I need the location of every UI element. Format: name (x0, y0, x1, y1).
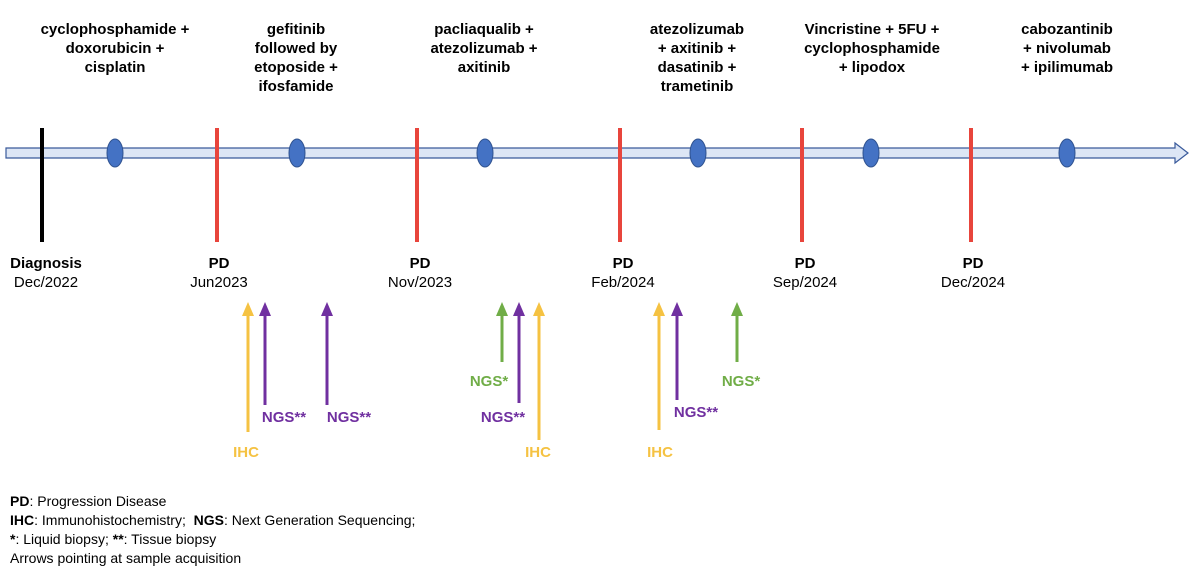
treatment-label-5: Vincristine + 5FU + cyclophosphamide + l… (804, 21, 940, 76)
sample-label-ihc-1: IHC (233, 444, 259, 461)
event-date: Nov/2023 (387, 274, 453, 291)
treatment-marker (288, 138, 306, 168)
sample-arrow-head (533, 302, 545, 316)
legend-abbr-ngs: NGS (193, 512, 224, 528)
sample-label-ihc-3: IHC (647, 444, 673, 461)
treatment-marker (862, 138, 880, 168)
legend: PD: Progression Disease IHC: Immunohisto… (10, 492, 415, 568)
legend-text-ngs: : Next Generation Sequencing; (223, 512, 416, 528)
legend-row-pd: PD: Progression Disease (10, 492, 415, 511)
event-title: PD (612, 255, 634, 272)
treatment-marker (1058, 138, 1076, 168)
event-label-pd-3: PD Feb/2024 (553, 254, 693, 292)
sample-arrow-head (496, 302, 508, 316)
event-title: PD (409, 255, 431, 272)
legend-text-arrows: Arrows pointing at sample acquisition (10, 550, 242, 566)
legend-row-arrows-note: Arrows pointing at sample acquisition (10, 549, 415, 568)
treatment-label-1: cyclophosphamide + doxorubicin + cisplat… (40, 21, 190, 76)
sample-label-ngs-liquid-1: NGS* (469, 373, 509, 390)
event-date: Jun2023 (190, 274, 248, 291)
sample-label-ihc-2: IHC (525, 444, 551, 461)
legend-abbr-pd: PD (10, 493, 30, 509)
sample-arrow-head (731, 302, 743, 316)
treatment-label-3: pacliaqualib + atezolizumab + axitinib (430, 21, 538, 76)
event-date: Dec/2024 (940, 274, 1006, 291)
legend-abbr-tissue: ** (112, 531, 124, 547)
sample-label-ngs-liquid-2: NGS* (721, 373, 761, 390)
event-title: PD (962, 255, 984, 272)
event-label-pd-5: PD Dec/2024 (903, 254, 1043, 292)
sample-arrow-head (242, 302, 254, 316)
legend-row-biopsy: *: Liquid biopsy; **: Tissue biopsy (10, 530, 415, 549)
legend-abbr-liquid: * (10, 531, 16, 547)
event-title: PD (794, 255, 816, 272)
legend-abbr-ihc: IHC (10, 512, 35, 528)
sample-arrow-head (513, 302, 525, 316)
sample-arrow-head (653, 302, 665, 316)
event-label-diagnosis: Diagnosis Dec/2022 (0, 254, 116, 292)
treatment-label-2: gefitinib followed by etoposide + ifosfa… (254, 21, 338, 95)
event-date: Dec/2022 (13, 274, 79, 291)
treatment-marker (689, 138, 707, 168)
treatment-label-4: atezolizumab + axitinib + dasatinib + tr… (649, 21, 745, 95)
legend-text-liquid: : Liquid biopsy; (15, 531, 113, 547)
legend-text-pd: : Progression Disease (29, 493, 167, 509)
event-label-pd-4: PD Sep/2024 (735, 254, 875, 292)
event-title: PD (208, 255, 230, 272)
legend-text-tissue: : Tissue biopsy (123, 531, 217, 547)
legend-text-ihc: : Immunohistochemistry; (34, 512, 194, 528)
sample-arrow-head (321, 302, 333, 316)
event-label-pd-1: PD Jun2023 (149, 254, 289, 292)
legend-row-methods: IHC: Immunohistochemistry; NGS: Next Gen… (10, 511, 415, 530)
event-label-pd-2: PD Nov/2023 (350, 254, 490, 292)
event-date: Feb/2024 (591, 274, 655, 291)
sample-label-ngs-tissue-2: NGS** (326, 409, 372, 426)
sample-arrow-head (671, 302, 683, 316)
timeline-arrow (5, 141, 1189, 165)
treatment-marker (476, 138, 494, 168)
event-title: Diagnosis (10, 255, 82, 272)
sample-arrow-head (259, 302, 271, 316)
treatment-label-6: cabozantinib + nivolumab + ipilimumab (1020, 21, 1114, 76)
sample-label-ngs-tissue-4: NGS** (673, 404, 719, 421)
sample-label-ngs-tissue-1: NGS** (261, 409, 307, 426)
event-date: Sep/2024 (772, 274, 838, 291)
treatment-marker (106, 138, 124, 168)
sample-label-ngs-tissue-3: NGS** (480, 409, 526, 426)
